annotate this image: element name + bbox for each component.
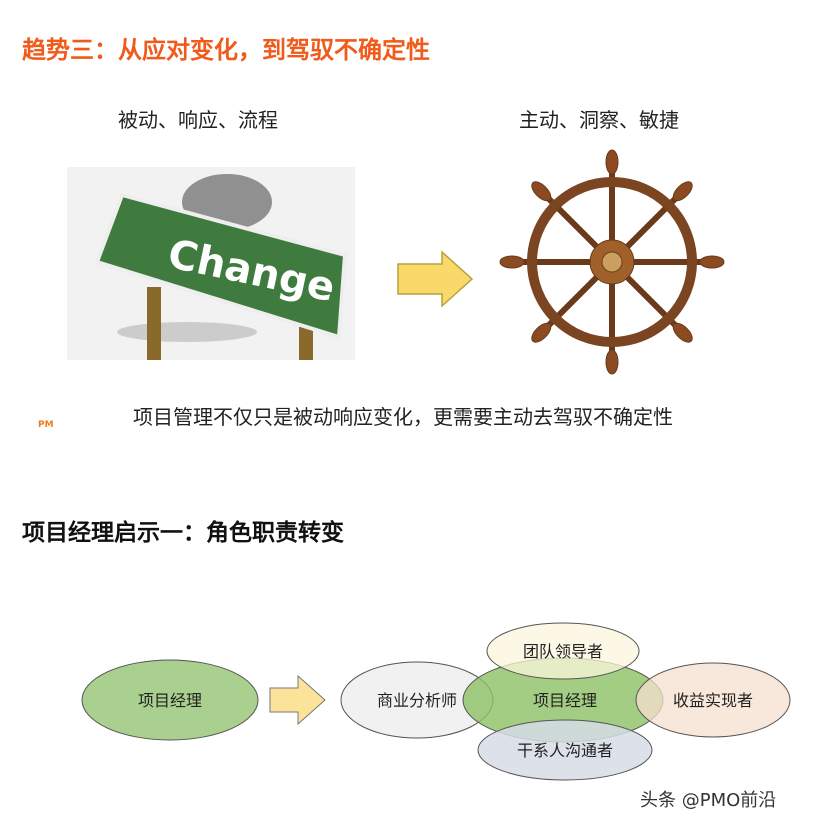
arrow-right-icon [397,250,474,308]
pm-ellipse-source [81,659,259,741]
pm-logo: PM [38,420,54,430]
source-label: 项目经理 [138,691,202,710]
ship-wheel-image [492,149,732,380]
watermark: 头条 @PMO前沿 [640,790,777,811]
section-heading: 项目经理启示一：角色职责转变 [22,520,344,546]
left-label: 被动、响应、流程 [118,108,278,132]
leader-label: 团队领导者 [523,642,603,661]
stakeholder-label: 干系人沟通者 [517,741,613,760]
caption: 项目管理不仅只是被动响应变化，更需要主动去驾驭不确定性 [133,405,673,429]
right-label: 主动、洞察、敏捷 [519,108,679,132]
analyst-label: 商业分析师 [377,691,457,710]
benefit-ellipse [635,662,791,738]
arrow-right-icon [269,674,326,726]
leader-ellipse [486,622,640,680]
center-label: 项目经理 [533,691,597,710]
stakeholder-ellipse [477,719,653,781]
role-diagram: 项目经理 商业分析师 项目经理 团队领导者 收益实现者 干系人沟通者 [81,622,791,781]
trend-title: 趋势三：从应对变化，到驾驭不确定性 [22,36,430,64]
benefit-label: 收益实现者 [673,691,753,710]
change-sign-image: Change [67,167,355,360]
